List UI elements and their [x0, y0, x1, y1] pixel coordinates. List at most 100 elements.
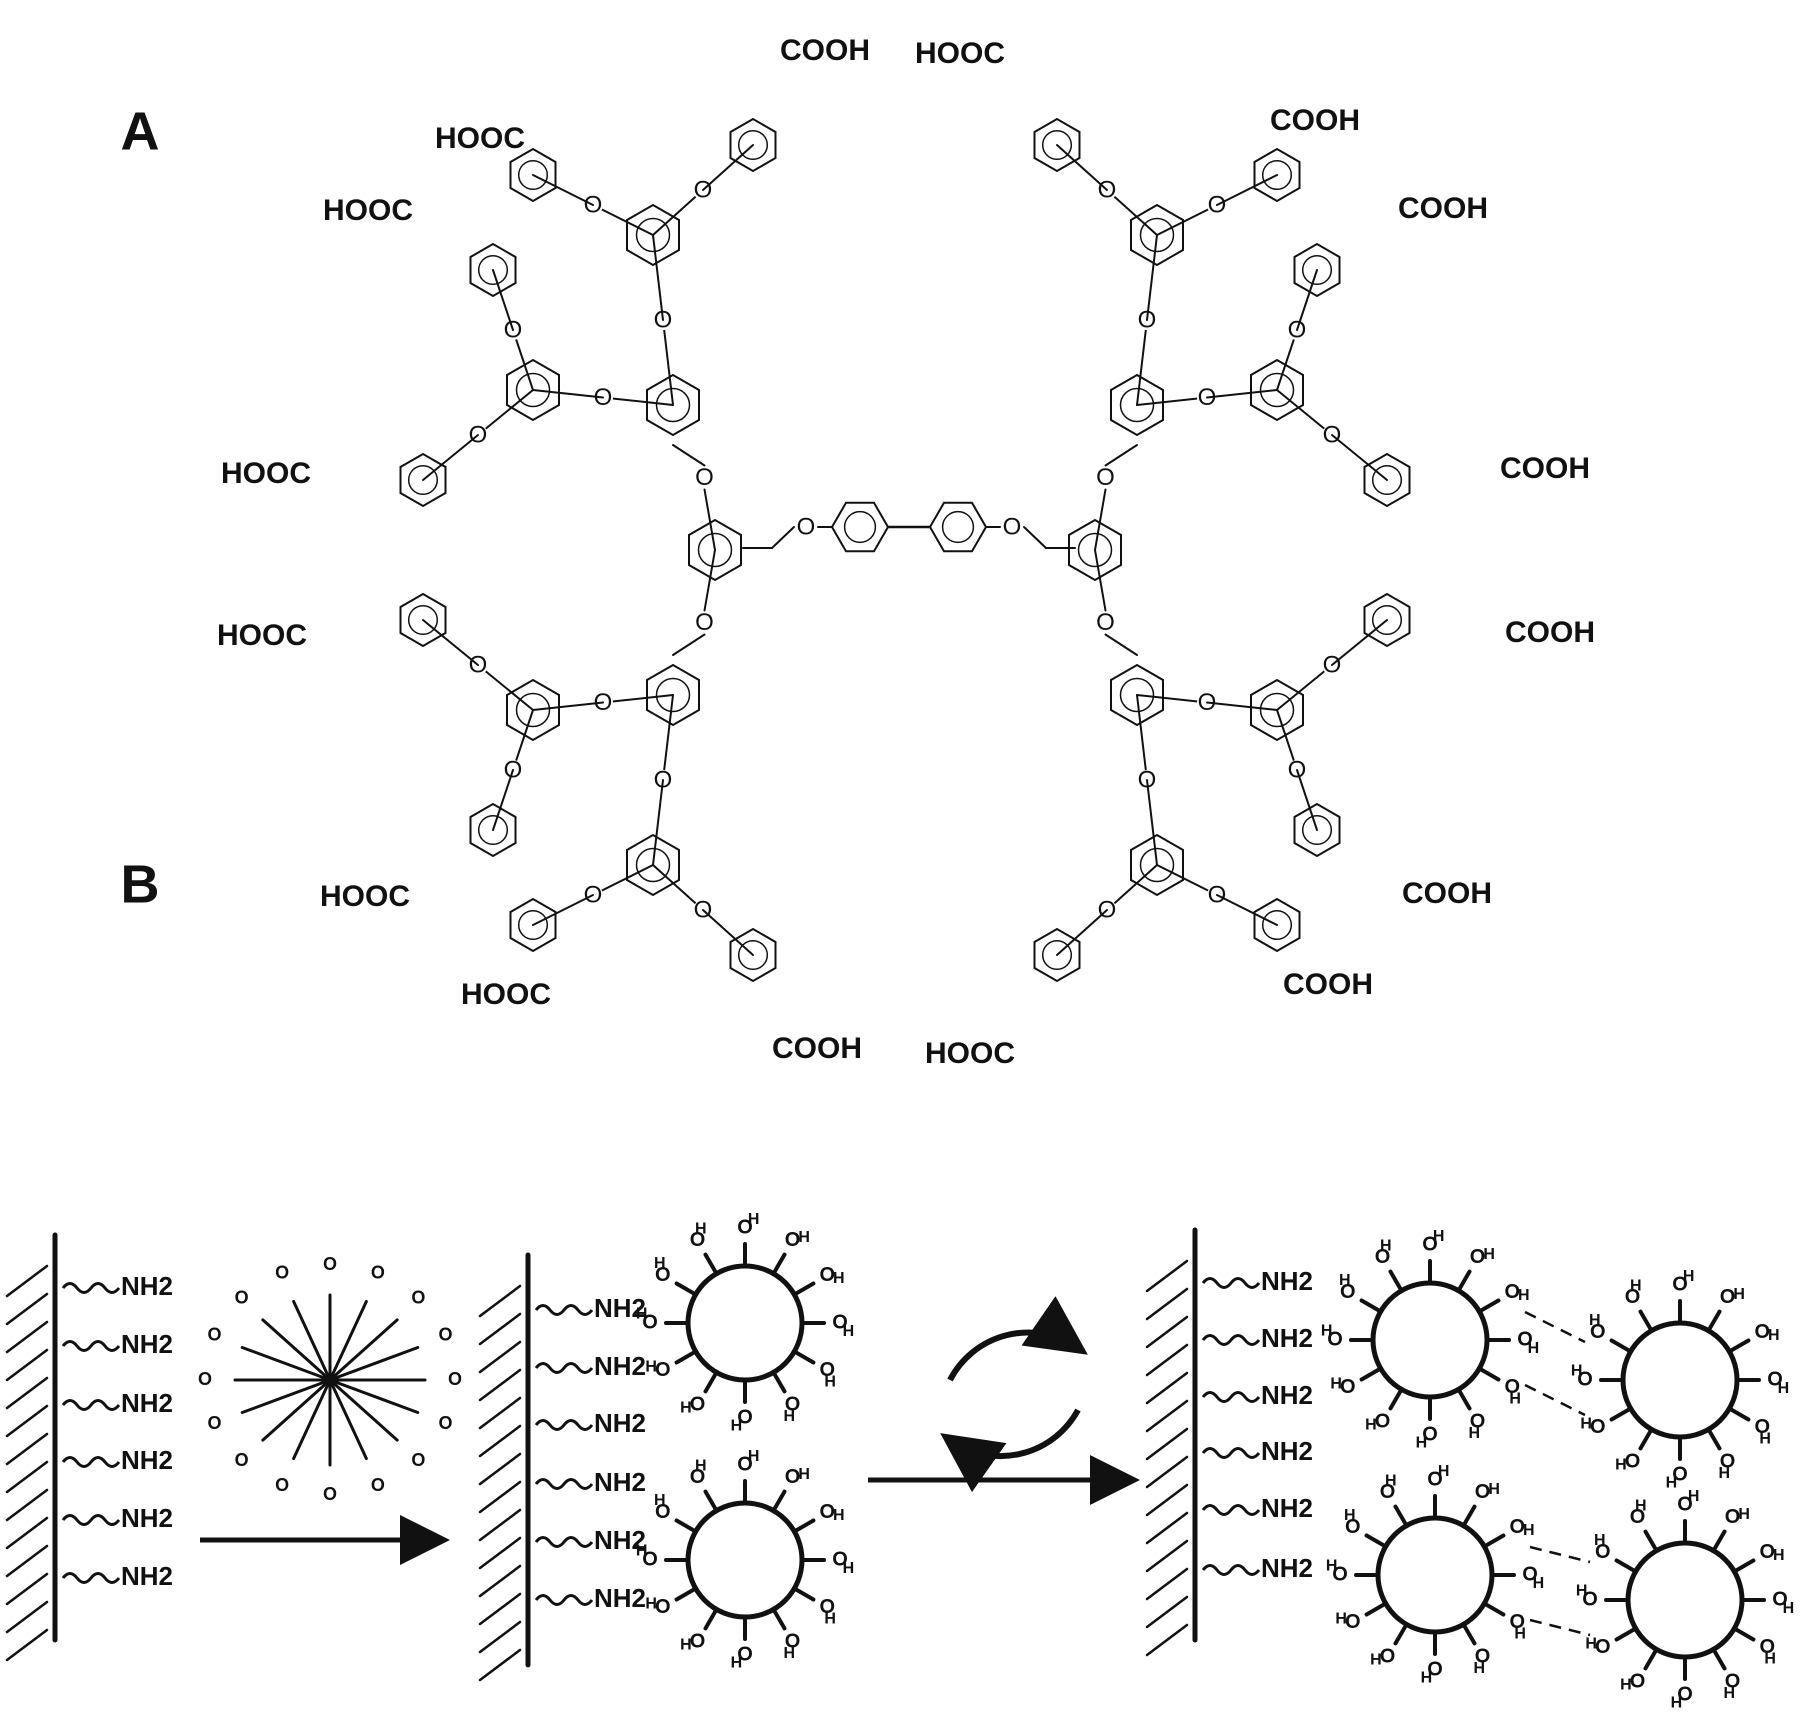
substrate-hatch — [478, 1312, 522, 1346]
bond-line — [1276, 709, 1298, 771]
amine-group-label: NH2 — [121, 1561, 173, 1591]
amine-linker-chain — [61, 1282, 121, 1294]
dendron-terminal-oxygen: O — [448, 1369, 462, 1389]
carboxyl-hydrogen: H — [1533, 1575, 1545, 1592]
benzene-ring — [626, 203, 680, 267]
carboxyl-spoke — [1609, 1338, 1633, 1354]
bond-line — [1023, 526, 1047, 549]
carboxylic-acid-label: COOH — [1398, 192, 1488, 225]
amine-linker-chain — [1201, 1564, 1261, 1576]
carboxyl-hydrogen: H — [1620, 1676, 1632, 1693]
carboxyl-spoke — [703, 1370, 719, 1394]
carboxyl-oxygen: O — [1672, 1463, 1688, 1485]
hydrogen-bond-dash — [1524, 1310, 1586, 1344]
bond-line — [771, 526, 795, 549]
carboxyl-hydrogen: H — [1778, 1380, 1790, 1397]
carboxyl-hydrogen: H — [636, 1543, 648, 1560]
carboxyl-oxygen: O — [1759, 1636, 1775, 1658]
carboxyl-oxygen: O — [690, 1229, 706, 1251]
substrate-hatch — [5, 1348, 49, 1382]
carboxyl-oxygen: O — [1625, 1286, 1641, 1308]
carboxyl-hydrogen: H — [1468, 1425, 1480, 1442]
amine-group-label: NH2 — [1261, 1553, 1313, 1583]
bond-line — [1146, 234, 1158, 321]
carboxyl-spoke — [1638, 1309, 1654, 1333]
carboxyl-hydrogen: H — [1514, 1625, 1526, 1642]
substrate-hatch — [478, 1592, 522, 1626]
carboxyl-hydrogen: H — [1580, 1415, 1592, 1432]
dendron-terminal-oxygen: O — [323, 1254, 337, 1274]
amine-group-label: NH2 — [121, 1503, 173, 1533]
carboxyl-oxygen: O — [1380, 1481, 1396, 1503]
benzene-ring — [399, 592, 447, 648]
carboxyl-hydrogen: H — [1385, 1472, 1397, 1489]
amine-group-label: NH2 — [594, 1525, 646, 1555]
carboxylic-acid-label: HOOC — [323, 194, 413, 227]
carboxyl-hydrogen: H — [798, 1229, 810, 1246]
carboxyl-spoke — [674, 1349, 698, 1365]
carboxyl-hydrogen: H — [636, 1306, 648, 1323]
hydrogen-bond-dash — [1529, 1618, 1591, 1637]
bond-line — [1216, 894, 1278, 926]
dendron-branch — [328, 1318, 399, 1382]
carboxylic-acid-label: HOOC — [221, 457, 311, 490]
substrate-hatch — [1145, 1623, 1189, 1657]
benzene-ring — [399, 452, 447, 508]
carboxylic-acid-label: COOH — [1270, 104, 1360, 137]
carboxylic-acid-label: HOOC — [320, 880, 410, 913]
bond-line — [702, 144, 754, 191]
substrate-hatch — [1145, 1455, 1189, 1489]
carboxyl-spoke — [1477, 1298, 1501, 1314]
bond-line — [1094, 488, 1107, 551]
carboxyl-hydrogen: H — [1326, 1558, 1338, 1575]
ether-oxygen-bg — [1095, 612, 1116, 633]
carboxylic-acid-label: COOH — [780, 34, 870, 67]
carboxylic-acid-label: HOOC — [461, 978, 551, 1011]
carboxyl-spoke — [1609, 1406, 1633, 1422]
carboxyl-hydrogen: H — [1473, 1660, 1485, 1677]
carboxyl-oxygen: O — [1590, 1321, 1606, 1343]
amine-linker-chain — [61, 1514, 121, 1526]
carboxyl-hydrogen: H — [1630, 1277, 1642, 1294]
amine-group-label: NH2 — [121, 1388, 173, 1418]
carboxyl-oxygen: O — [785, 1229, 801, 1251]
carboxyl-oxygen: O — [1595, 1636, 1611, 1658]
carboxyl-spoke — [771, 1607, 787, 1631]
carboxyl-spoke — [1727, 1338, 1751, 1354]
dendrimer-core — [685, 1500, 805, 1620]
carboxyl-spoke — [771, 1489, 787, 1513]
dendrimer-core — [685, 1263, 805, 1383]
carboxyl-hydrogen: H — [843, 1560, 855, 1577]
dendron-terminal-oxygen: O — [208, 1413, 222, 1433]
ether-oxygen-label: O — [1096, 609, 1115, 636]
carboxyl-spoke — [1359, 1298, 1383, 1314]
dendron-branch — [261, 1318, 332, 1382]
substrate-hatch — [1145, 1315, 1189, 1349]
substrate-hatch — [1145, 1595, 1189, 1629]
dendron-branch — [292, 1299, 332, 1382]
carboxyl-hydrogen: H — [1759, 1430, 1771, 1447]
substrate-hatch — [478, 1396, 522, 1430]
carboxyl-spoke — [1614, 1626, 1638, 1642]
carboxyl-hydrogen: H — [695, 1220, 707, 1237]
benzene-ring — [1130, 833, 1184, 897]
carboxyl-oxygen: O — [1590, 1416, 1606, 1438]
carboxyl-oxygen: O — [737, 1643, 753, 1665]
benzene-ring — [646, 663, 700, 727]
ether-oxygen-label: O — [1096, 464, 1115, 491]
carboxyl-spoke — [1477, 1366, 1501, 1382]
carboxylic-acid-label: COOH — [1402, 877, 1492, 910]
carboxyl-oxygen: O — [655, 1501, 671, 1523]
substrate-hatch — [478, 1648, 522, 1682]
carboxyl-spoke — [1638, 1427, 1654, 1451]
carboxyl-oxygen: O — [1375, 1246, 1391, 1268]
carboxyl-hydrogen: H — [1488, 1481, 1500, 1498]
amine-group-label: NH2 — [121, 1271, 173, 1301]
carboxyl-hydrogen: H — [1688, 1488, 1700, 1505]
reversible-cycle-arrows-icon — [940, 1296, 1088, 1493]
carboxyl-spoke — [792, 1349, 816, 1365]
